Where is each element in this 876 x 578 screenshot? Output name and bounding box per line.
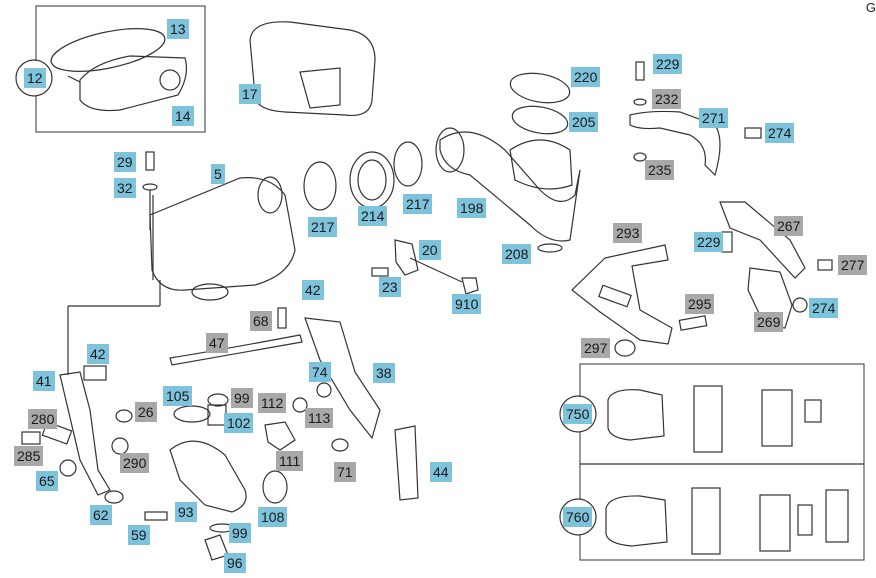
callout-232[interactable]: 232 [652,89,682,109]
callout-108[interactable]: 108 [258,507,288,527]
callout-217a[interactable]: 217 [308,217,338,237]
callout-102[interactable]: 102 [224,413,254,433]
foam-pad-17 [249,21,376,117]
callout-12[interactable]: 12 [24,68,46,88]
callout-217b[interactable]: 217 [403,194,433,214]
callout-220[interactable]: 220 [571,67,601,87]
bracket-293 [571,244,673,345]
seal-ring-13 [50,28,166,72]
callout-198[interactable]: 198 [457,198,487,218]
callout-93[interactable]: 93 [175,502,197,522]
callout-42[interactable]: 42 [302,280,324,300]
callout-13[interactable]: 13 [167,19,189,39]
gasket-205 [511,105,569,135]
callout-277[interactable]: 277 [838,255,868,275]
intake-pipe-198 [439,131,581,242]
callout-297[interactable]: 297 [581,338,611,358]
air-filter-housing-5 [149,177,296,291]
callout-271[interactable]: 271 [699,108,729,128]
sensor-20 [394,239,419,276]
callout-42b[interactable]: 42 [87,344,109,364]
callout-112[interactable]: 112 [258,393,287,413]
callout-41[interactable]: 41 [33,371,55,391]
callout-29[interactable]: 29 [114,152,136,172]
callout-267[interactable]: 267 [774,216,804,236]
callout-14[interactable]: 14 [172,106,194,126]
callout-99a[interactable]: 99 [231,388,253,408]
callout-269[interactable]: 269 [754,312,784,332]
callout-910[interactable]: 910 [452,294,482,314]
callout-17[interactable]: 17 [239,84,261,104]
corner-mark: G [865,0,876,15]
callout-47[interactable]: 47 [206,333,228,353]
callout-44[interactable]: 44 [430,462,452,482]
strip-47 [169,334,303,366]
callout-99b[interactable]: 99 [229,523,251,543]
callout-274[interactable]: 274 [765,123,795,143]
ring-105 [173,405,211,423]
callout-26[interactable]: 26 [135,402,157,422]
callout-208[interactable]: 208 [502,244,532,264]
hose-93 [169,440,247,513]
callout-71[interactable]: 71 [334,462,356,482]
callout-760[interactable]: 760 [563,507,593,527]
callout-274b[interactable]: 274 [809,298,839,318]
bracket-44 [394,425,419,501]
gasket-220 [509,72,571,104]
callout-750[interactable]: 750 [563,404,593,424]
callout-32[interactable]: 32 [114,178,136,198]
callout-113[interactable]: 113 [305,408,334,428]
bracket-269 [747,267,793,329]
callout-280[interactable]: 280 [28,409,58,429]
callout-229b[interactable]: 229 [694,232,724,252]
clamp-217b [393,141,423,187]
ring-108 [262,470,288,504]
callout-235[interactable]: 235 [645,160,675,180]
sensor-111 [264,421,296,451]
callout-214[interactable]: 214 [358,206,388,226]
callout-20[interactable]: 20 [419,240,441,260]
callout-105[interactable]: 105 [163,386,193,406]
callout-68[interactable]: 68 [250,311,272,331]
callout-205[interactable]: 205 [569,112,599,132]
callout-74[interactable]: 74 [309,362,331,382]
bracket-41 [59,371,111,496]
callout-293[interactable]: 293 [613,223,643,243]
bracket-271 [629,110,721,177]
callout-290[interactable]: 290 [120,453,150,473]
callout-65[interactable]: 65 [36,471,58,491]
callout-5[interactable]: 5 [211,164,225,184]
callout-285[interactable]: 285 [14,446,44,466]
kit-750-760-frame [579,363,865,561]
callout-23[interactable]: 23 [379,277,401,297]
callout-96[interactable]: 96 [224,553,246,573]
cap-208 [537,243,563,253]
clamp-217a [303,161,337,211]
callout-38[interactable]: 38 [373,363,395,383]
air-filter-cover-12 [79,55,188,112]
bracket-267 [719,201,806,279]
callout-59[interactable]: 59 [128,525,150,545]
callout-111[interactable]: 111 [276,451,304,471]
callout-229[interactable]: 229 [653,54,683,74]
callout-62[interactable]: 62 [90,505,112,525]
callout-295[interactable]: 295 [685,294,715,314]
